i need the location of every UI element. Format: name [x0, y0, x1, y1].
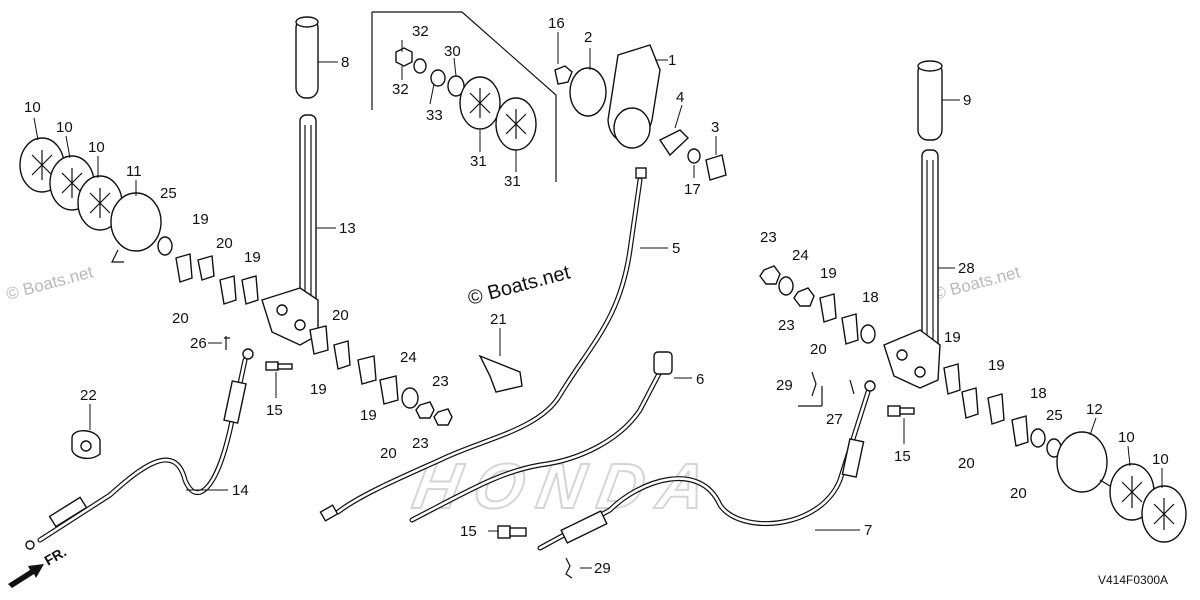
callout-20g: 20 — [1010, 485, 1027, 502]
callout-11: 11 — [126, 163, 142, 180]
part-bolt-right — [887, 405, 915, 417]
part-washer-18-right-b — [1030, 428, 1046, 448]
callout-30: 30 — [444, 43, 461, 60]
callout-18a: 18 — [862, 289, 879, 306]
part-grip-left — [295, 16, 319, 99]
part-spacers-left — [175, 253, 399, 405]
callout-29b: 29 — [594, 560, 611, 577]
part-lever-left — [261, 114, 319, 346]
part-bolt-center — [497, 525, 527, 539]
callout-19e: 19 — [820, 265, 837, 282]
callout-27: 27 — [826, 411, 843, 428]
callout-16: 16 — [548, 15, 565, 32]
part-washers-top — [395, 47, 537, 151]
callout-5: 5 — [672, 240, 680, 257]
callout-24a: 24 — [400, 349, 417, 366]
callout-10c: 10 — [88, 139, 105, 156]
part-throttle-assembly — [554, 44, 727, 181]
callout-19d: 19 — [360, 407, 377, 424]
callout-12: 12 — [1086, 401, 1103, 418]
callout-1: 1 — [668, 52, 676, 69]
part-washer-25-left — [157, 236, 173, 256]
callout-6: 6 — [696, 371, 704, 388]
callout-14: 14 — [232, 482, 249, 499]
callout-10d: 10 — [1118, 429, 1135, 446]
callout-23a: 23 — [432, 373, 449, 390]
callout-25a: 25 — [160, 185, 177, 202]
part-bolt-left — [265, 361, 293, 371]
callout-32b: 32 — [392, 81, 409, 98]
callout-18b: 18 — [1030, 385, 1047, 402]
callout-19g: 19 — [988, 357, 1005, 374]
callout-21: 21 — [490, 311, 507, 328]
part-group-frame — [371, 11, 557, 182]
callout-labels: 1 2 3 4 5 6 7 8 9 10 10 10 10 10 11 12 1… — [24, 15, 1169, 577]
part-washer-18-right-a — [860, 324, 876, 344]
callout-23d: 23 — [778, 317, 795, 334]
part-pin-bottom — [565, 557, 573, 579]
callout-25b: 25 — [1046, 407, 1063, 424]
part-cable-6 — [409, 351, 673, 523]
callout-20c: 20 — [332, 307, 349, 324]
callout-24b: 24 — [792, 247, 809, 264]
callout-23b: 23 — [412, 435, 429, 452]
callout-20d: 20 — [380, 445, 397, 462]
callout-15c: 15 — [460, 523, 477, 540]
callout-29a: 29 — [776, 377, 793, 394]
callout-15b: 15 — [894, 448, 911, 465]
callout-3: 3 — [711, 119, 719, 136]
callout-31b: 31 — [504, 173, 521, 190]
callout-8: 8 — [341, 54, 349, 71]
callout-4: 4 — [676, 89, 684, 106]
front-indicator-label: FR. — [42, 543, 70, 568]
part-cable-7 — [537, 380, 876, 551]
part-grip-right — [917, 60, 943, 141]
callout-28: 28 — [958, 260, 975, 277]
callout-32a: 32 — [412, 23, 429, 40]
callout-13: 13 — [339, 220, 356, 237]
part-cable-tie-21 — [478, 354, 523, 393]
part-nuts-right — [759, 265, 815, 307]
callout-9: 9 — [963, 92, 971, 109]
part-friction-plate-left — [110, 192, 162, 263]
part-spacers-right — [819, 293, 1029, 447]
callout-20f: 20 — [958, 455, 975, 472]
callout-23c: 23 — [760, 229, 777, 246]
part-plates-right — [1109, 463, 1187, 543]
watermark-main: © Boats.net — [466, 261, 573, 309]
part-cable-14 — [25, 348, 254, 550]
front-indicator: FR. — [8, 543, 69, 588]
part-pins-right — [798, 371, 855, 407]
callout-26: 26 — [190, 335, 207, 352]
watermark-faint-left: © Boats.net — [4, 262, 95, 303]
diagram-code: V414F0300A — [1098, 573, 1168, 587]
callout-31a: 31 — [470, 153, 487, 170]
part-friction-plate-right — [1056, 431, 1111, 493]
part-clamp-22 — [71, 430, 101, 460]
part-pin-left — [224, 336, 230, 350]
callout-19b: 19 — [244, 249, 261, 266]
watermark-faint-right: © Boats.net — [931, 262, 1022, 303]
callout-20a: 20 — [172, 310, 189, 327]
callout-20e: 20 — [810, 341, 827, 358]
callout-33: 33 — [426, 107, 443, 124]
callout-10a: 10 — [24, 99, 41, 116]
callout-10e: 10 — [1152, 451, 1169, 468]
part-nuts-left — [401, 387, 453, 426]
callout-20b: 20 — [216, 235, 233, 252]
callout-2: 2 — [584, 29, 592, 46]
part-cable-5 — [319, 167, 647, 522]
callout-7: 7 — [864, 522, 872, 539]
part-plates-left — [19, 137, 123, 231]
callout-15a: 15 — [266, 402, 283, 419]
callout-19c: 19 — [310, 381, 327, 398]
part-lever-right — [883, 149, 941, 389]
callout-19f: 19 — [944, 329, 961, 346]
callout-10b: 10 — [56, 119, 73, 136]
callout-19a: 19 — [192, 211, 209, 228]
callout-17: 17 — [684, 181, 701, 198]
callout-22: 22 — [80, 387, 97, 404]
leader-lines — [33, 32, 1163, 569]
